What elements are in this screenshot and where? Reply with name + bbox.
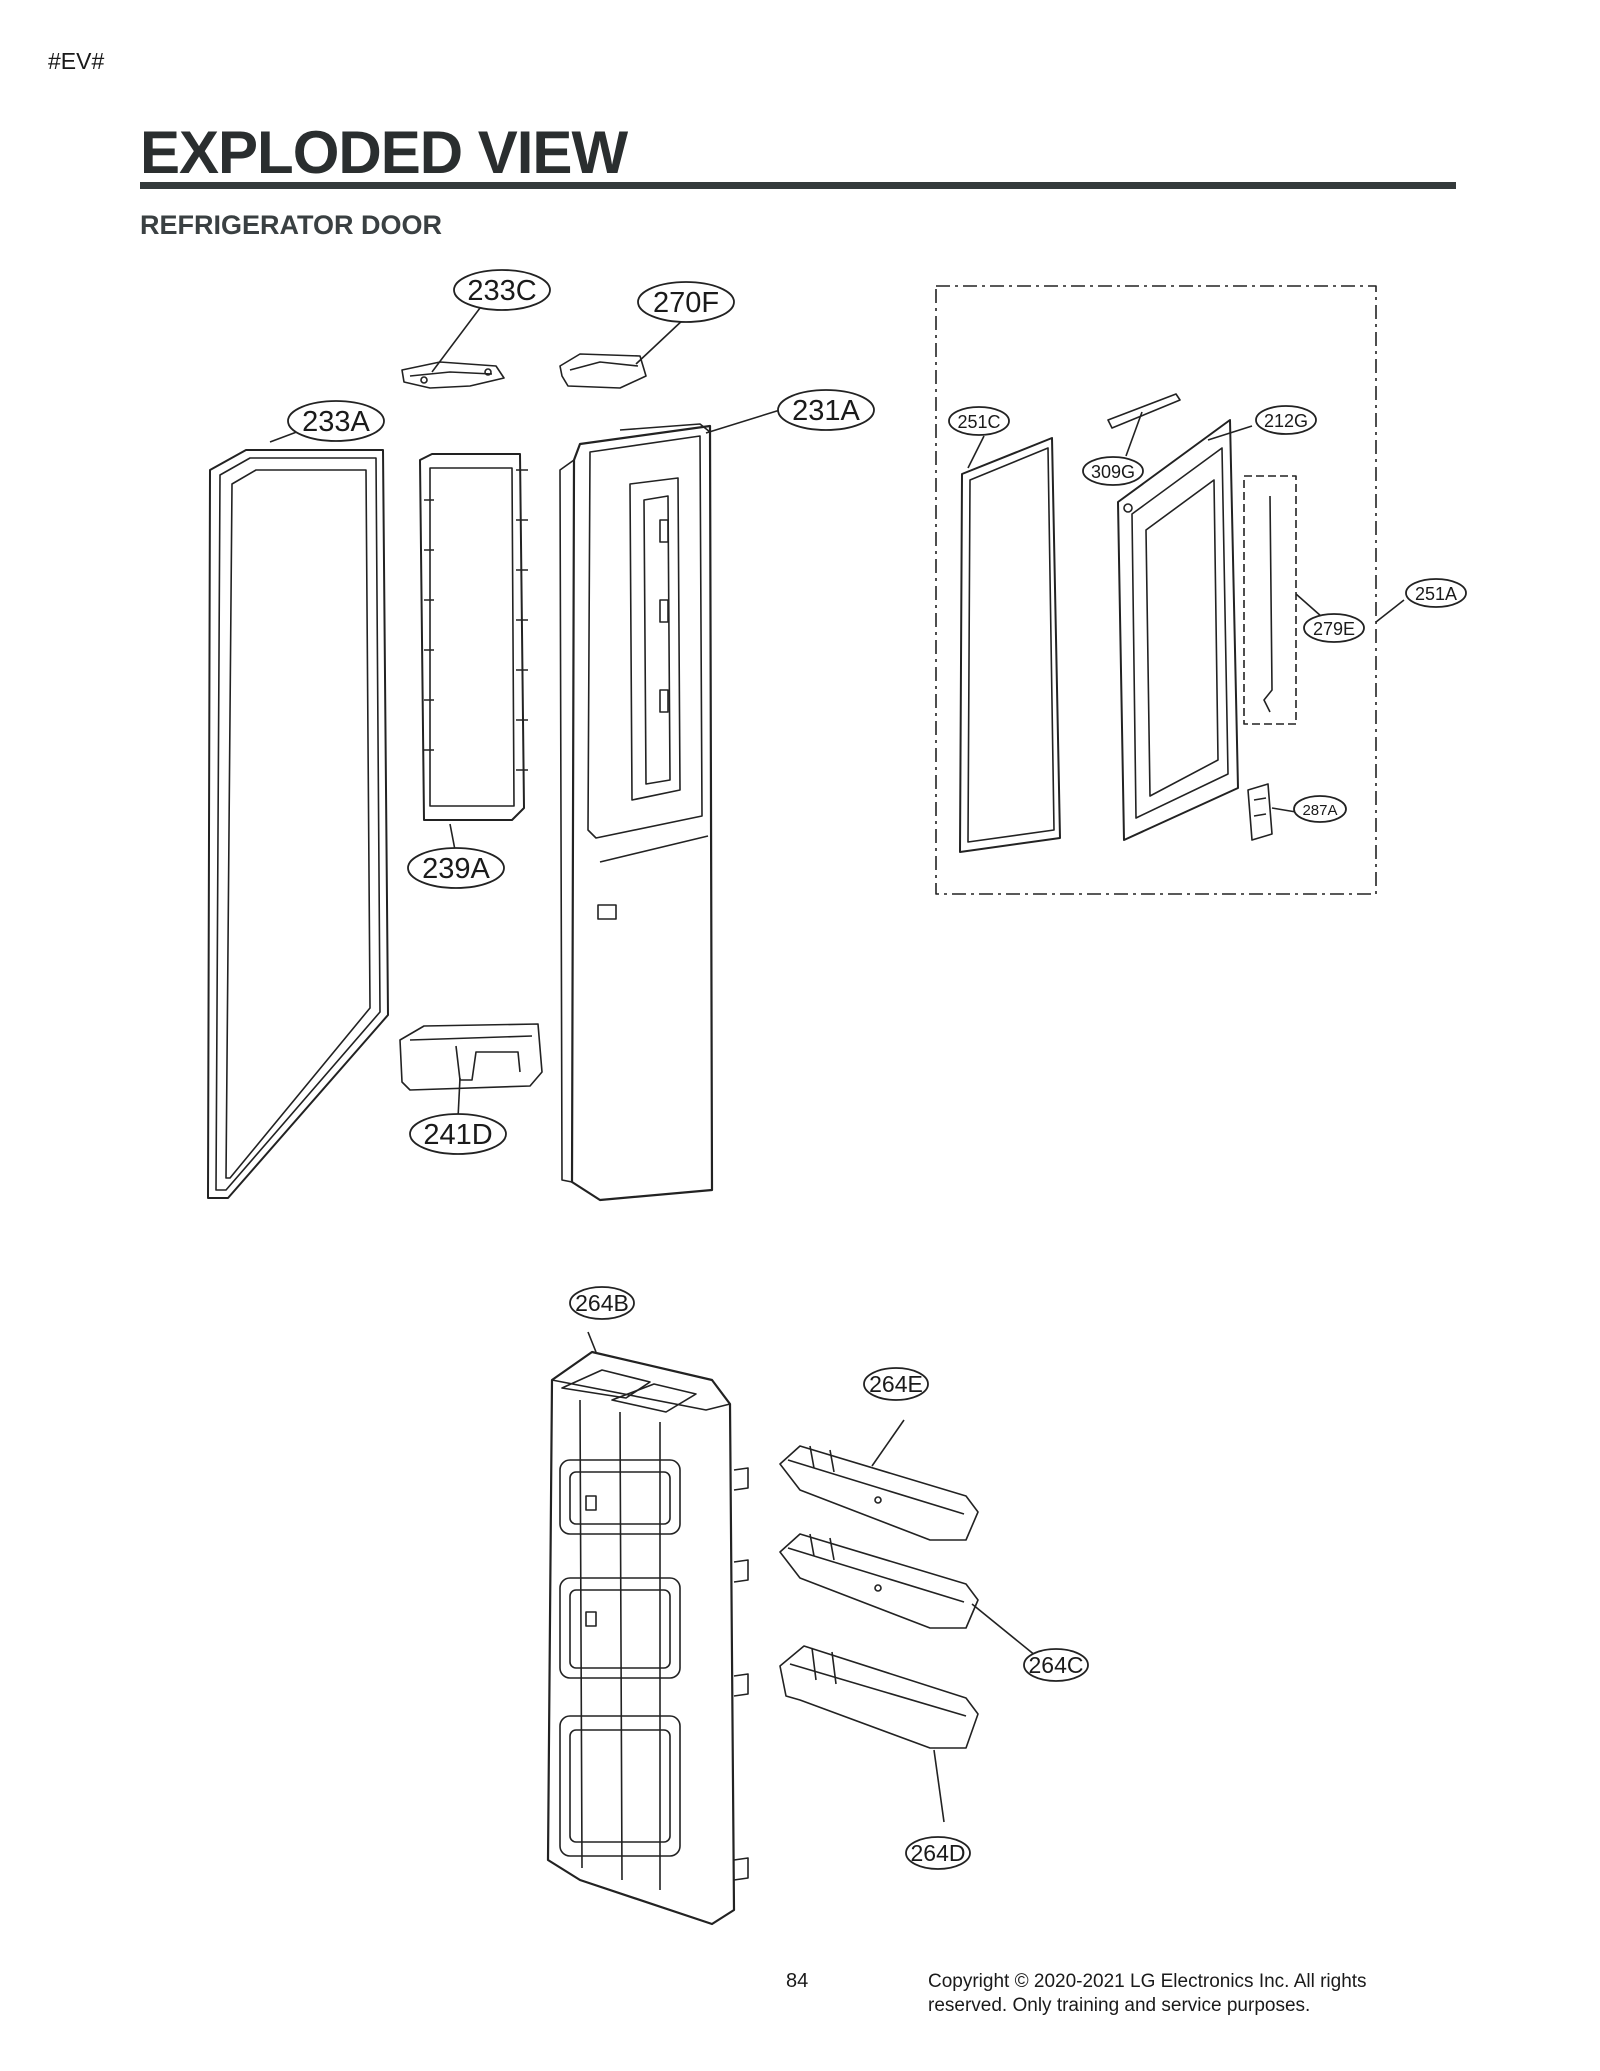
part-hinge-233c (401, 361, 505, 389)
leader-212g (1207, 425, 1253, 441)
part-gasket-251c (959, 437, 1061, 853)
leader-264b (587, 1331, 597, 1353)
svg-text:264E: 264E (869, 1371, 923, 1397)
callout-251c: 251C (948, 406, 1010, 436)
leader-264e (871, 1419, 905, 1467)
callout-233a: 233A (287, 400, 385, 442)
part-panel-239a (419, 453, 528, 821)
part-bin-264d (779, 1645, 979, 1749)
leader-270f (635, 317, 686, 365)
svg-text:212G: 212G (1264, 411, 1308, 431)
callout-212g: 212G (1255, 405, 1317, 435)
svg-text:233C: 233C (467, 275, 536, 307)
leader-264d (933, 1749, 945, 1823)
page-marker: #EV# (48, 48, 105, 74)
callout-264e: 264E (863, 1367, 929, 1401)
svg-text:270F: 270F (653, 287, 719, 319)
leader-251c (967, 435, 985, 469)
page-title: EXPLODED VIEW (140, 119, 628, 186)
part-bracket-270f (559, 353, 647, 389)
leader-309g (1125, 411, 1143, 457)
callout-251a: 251A (1405, 578, 1467, 608)
part-door-251a (1117, 419, 1239, 841)
copyright-notice: Copyright © 2020-2021 LG Electronics Inc… (928, 1970, 1448, 2018)
svg-text:264C: 264C (1029, 1652, 1084, 1678)
callout-264c: 264C (1023, 1648, 1089, 1682)
svg-text:264D: 264D (911, 1840, 966, 1866)
leader-239a (449, 823, 456, 851)
title-rule (140, 182, 1456, 189)
svg-text:239A: 239A (422, 853, 490, 885)
svg-text:251C: 251C (957, 412, 1000, 432)
callout-241d: 241D (409, 1113, 507, 1155)
copyright-line-2: reserved. Only training and service purp… (928, 1995, 1311, 2016)
callout-287a: 287A (1293, 795, 1347, 823)
svg-text:231A: 231A (792, 395, 860, 427)
callout-264b: 264B (569, 1286, 635, 1320)
svg-text:309G: 309G (1091, 462, 1135, 482)
svg-text:241D: 241D (423, 1119, 492, 1151)
inset-box (935, 285, 1377, 895)
callout-279e: 279E (1303, 613, 1365, 643)
leader-233c (431, 307, 481, 373)
svg-text:251A: 251A (1415, 584, 1457, 604)
leader-251a (1375, 599, 1405, 623)
section-subtitle: REFRIGERATOR DOOR (140, 210, 443, 240)
part-bin-241d (399, 1023, 543, 1091)
callout-270f: 270F (637, 281, 735, 323)
page-number: 84 (786, 1970, 809, 1992)
callout-264d: 264D (905, 1836, 971, 1870)
leader-241d (457, 1077, 461, 1119)
part-door-231a (559, 423, 714, 1202)
part-liner-264b (546, 1350, 749, 1926)
leader-264c (971, 1603, 1037, 1657)
svg-text:233A: 233A (302, 406, 370, 438)
part-bin-264c (779, 1533, 979, 1629)
svg-text:264B: 264B (575, 1290, 629, 1316)
leader-287a (1271, 807, 1297, 813)
callout-239a: 239A (407, 847, 505, 889)
leader-231a (705, 409, 781, 434)
callout-309g: 309G (1082, 456, 1144, 486)
copyright-line-1: Copyright © 2020-2021 LG Electronics Inc… (928, 1971, 1367, 1992)
part-bin-264e (779, 1445, 979, 1541)
callout-231a: 231A (777, 389, 875, 431)
part-wire-279e-box (1243, 475, 1297, 725)
part-strip-309g (1107, 393, 1181, 429)
svg-text:279E: 279E (1313, 619, 1355, 639)
part-switch-287a (1247, 783, 1273, 841)
svg-text:287A: 287A (1302, 802, 1337, 819)
part-gasket-233a (207, 449, 389, 1199)
callout-233c: 233C (453, 269, 551, 311)
part-wire-279e (1263, 495, 1273, 713)
